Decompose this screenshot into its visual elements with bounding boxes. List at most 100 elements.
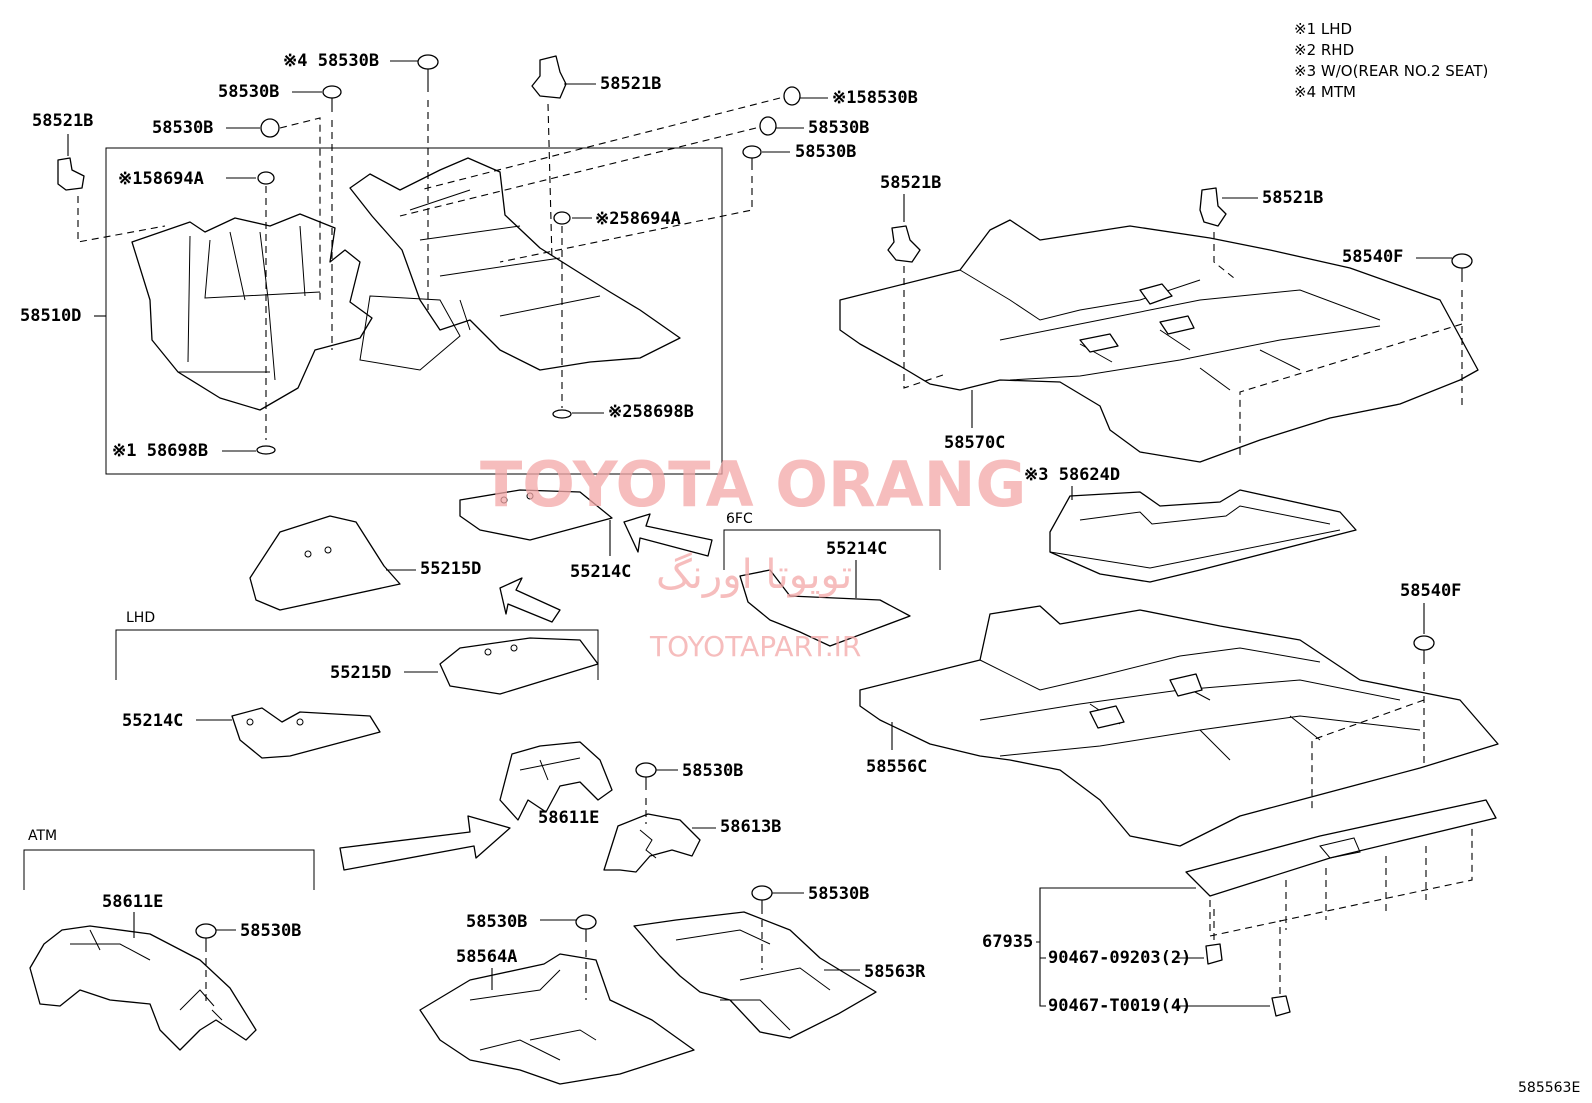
- group-6fc-label: 6FC: [726, 511, 753, 527]
- label-58564a: 58564A: [456, 947, 517, 967]
- label-58694a-lhd: ※158694A: [118, 169, 204, 189]
- clip-icon: [195, 923, 217, 939]
- label-58540f-mid: 58540F: [1400, 581, 1461, 601]
- label-58530b-atm: 58530B: [240, 921, 301, 941]
- part-58564a: [419, 953, 695, 1085]
- legend-wo-rear-seat: ※3 W/O(REAR NO.2 SEAT): [1294, 62, 1488, 80]
- label-55214c-b: 55214C: [826, 539, 887, 559]
- front-carpet-seam: [359, 295, 461, 371]
- part-55214c-lhd: [231, 707, 381, 759]
- legend-lhd: ※1 LHD: [1294, 20, 1352, 38]
- front-fasteners: [57, 54, 801, 455]
- label-58530b-e: 58530B: [682, 761, 743, 781]
- nut-icon: [553, 211, 571, 225]
- label-58530b-f: 58530B: [466, 912, 527, 932]
- label-58530b-mtm: ※4 58530B: [283, 51, 379, 71]
- watermark: TOYOTA ORANG تویوتا اورنگ TOYOTAPART.IR: [480, 448, 1026, 663]
- clip-icon: [1451, 253, 1473, 269]
- label-58521b-r1: 58521B: [880, 173, 941, 193]
- legend-rhd: ※2 RHD: [1294, 41, 1354, 59]
- part-58613b: [603, 813, 701, 873]
- scuff-plate-group: 67935 90467-09203(2) 90467-T0019(4): [982, 799, 1497, 1017]
- label-58540f-top: 58540F: [1342, 247, 1403, 267]
- rear-carpet-vent: [1139, 283, 1173, 305]
- mat-58624d: [1049, 489, 1357, 583]
- label-90467-09203: 90467-09203(2): [1048, 948, 1191, 968]
- part-58611e-atm: [29, 925, 257, 1051]
- clip-icon: [417, 54, 439, 70]
- clip-icon: [759, 116, 777, 136]
- label-58510d: 58510D: [20, 306, 81, 326]
- group-atm-label: ATM: [28, 828, 57, 844]
- screw-icon: [1205, 943, 1223, 965]
- group-atm-bracket: [23, 849, 315, 890]
- label-58563r: 58563R: [864, 962, 926, 982]
- label-58611e-atm: 58611E: [102, 892, 163, 912]
- mat-58624d-group: ※3 58624D: [1024, 465, 1357, 583]
- diagram-id: 585563E: [1518, 1080, 1580, 1096]
- clip-icon: [57, 157, 85, 191]
- carpet-58556c: [859, 605, 1499, 847]
- label-58694a-rhd: ※258694A: [595, 209, 681, 229]
- clip-icon: [322, 85, 342, 99]
- rear-carpet-vent: [1159, 315, 1195, 335]
- legend: ※1 LHD ※2 RHD ※3 W/O(REAR NO.2 SEAT) ※4 …: [1294, 20, 1488, 101]
- carpet-vent: [1089, 705, 1125, 729]
- part-58611e-upper: [499, 741, 613, 821]
- label-58530b-d: 58530B: [795, 142, 856, 162]
- watermark-persian: تویوتا اورنگ: [656, 552, 852, 598]
- label-58521b-top: 58521B: [600, 74, 661, 94]
- group-6fc-bracket: [723, 529, 941, 570]
- part-55215d-lhd: [439, 637, 599, 695]
- rear-carpet-58570c: [839, 219, 1479, 463]
- clip-icon: [531, 55, 567, 99]
- atm-group: ATM 58611E 58530B: [23, 828, 315, 1051]
- part-55214c-top: [459, 489, 613, 541]
- front-labels: 58521B ※4 58530B 58530B 58530B 58521B ※1…: [20, 51, 918, 461]
- part-58563r: [633, 911, 877, 1039]
- washer-icon: [552, 409, 572, 419]
- rear-carpet-vent: [1079, 333, 1119, 353]
- label-90467-t0019: 90467-T0019(4): [1048, 996, 1191, 1016]
- washer-icon: [256, 445, 276, 455]
- front-carpet-group: [105, 147, 723, 475]
- watermark-text: TOYOTA ORANG: [480, 448, 1026, 521]
- carpet-58556c-group: 58540F 58556C: [859, 581, 1499, 847]
- label-58530b-a: 58530B: [218, 82, 279, 102]
- screw-icon: [1271, 995, 1291, 1017]
- label-55214c-a: 55214C: [570, 562, 631, 582]
- part-55215d-top: [249, 515, 401, 611]
- group-lhd-bracket: [115, 629, 599, 680]
- front-carpet-right: [349, 157, 681, 371]
- label-58570c: 58570C: [944, 433, 1005, 453]
- part-55214c-6fc: [739, 569, 911, 647]
- clip-icon: [783, 86, 801, 106]
- arrow-icon: [339, 815, 511, 871]
- label-67935: 67935: [982, 932, 1033, 952]
- center-lower-parts: 58611E 58530B 58613B: [339, 741, 781, 873]
- clip-icon: [742, 145, 762, 159]
- label-58530b-c: 58530B: [808, 118, 869, 138]
- label-58530b-lhd: ※158530B: [832, 88, 918, 108]
- label-58698b-lhd: ※1 58698B: [112, 441, 208, 461]
- label-58624d: ※3 58624D: [1024, 465, 1120, 485]
- label-58698b-rhd: ※258698B: [608, 402, 694, 422]
- label-58530b-g: 58530B: [808, 884, 869, 904]
- clip-icon: [635, 762, 657, 778]
- front-carpet-left: [131, 213, 373, 411]
- legend-mtm: ※4 MTM: [1294, 83, 1356, 101]
- label-55215d-b: 55215D: [330, 663, 391, 683]
- label-55215d-a: 55215D: [420, 559, 481, 579]
- label-58611e-a: 58611E: [538, 808, 599, 828]
- label-55214c-c: 55214C: [122, 711, 183, 731]
- nut-icon: [257, 171, 275, 185]
- lower-mats: 58530B 58564A 58530B 58563R: [419, 884, 926, 1085]
- rear-carpet-group: [839, 187, 1479, 463]
- clip-icon: [575, 914, 597, 930]
- arrow-icon: [623, 513, 713, 557]
- carpet-vent: [1169, 673, 1203, 697]
- group-lhd-label: LHD: [126, 610, 155, 626]
- clip-icon: [1199, 187, 1227, 227]
